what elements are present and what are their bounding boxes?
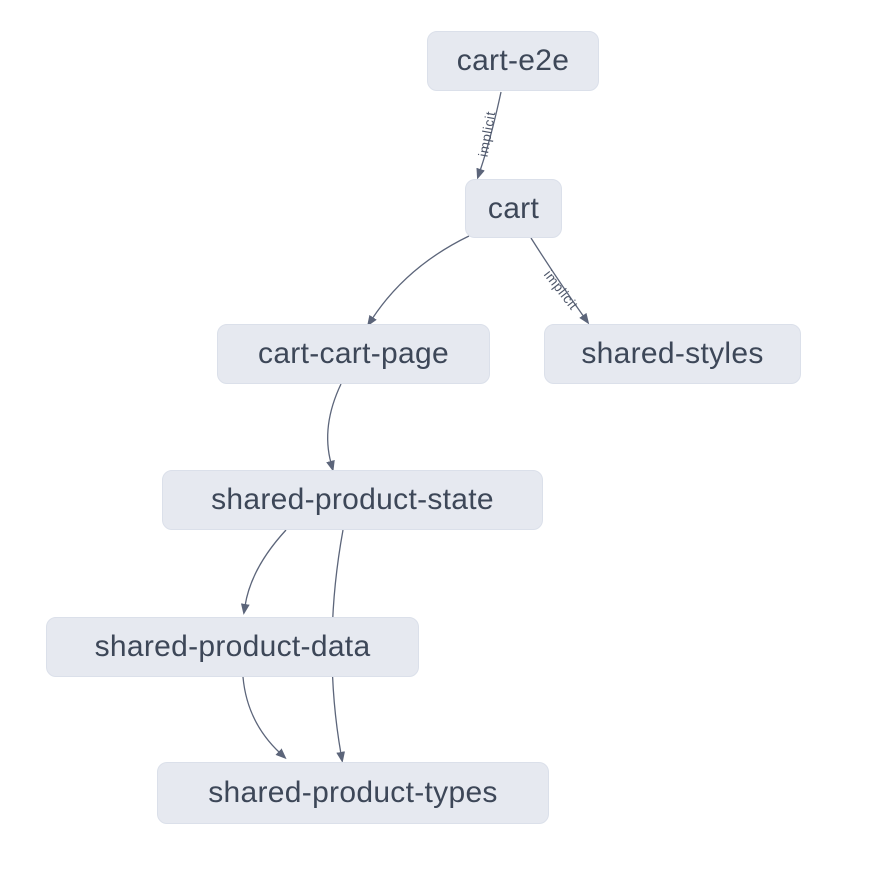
- edge-label-implicit-cart-shared-styles: implicit: [541, 267, 581, 313]
- node-label: cart-cart-page: [258, 337, 449, 370]
- edge-cart-to-cart-cart-page: [367, 235, 470, 327]
- node-label: cart-e2e: [456, 44, 570, 77]
- node-label: shared-product-data: [94, 630, 371, 663]
- edge-shared-product-state-to-shared-product-data: [240, 529, 287, 615]
- node-shared-product-data[interactable]: shared-product-data: [46, 617, 419, 677]
- edge-label-implicit-cart-e2e-cart: implicit: [476, 110, 499, 158]
- node-label: cart: [487, 191, 540, 225]
- edge-cart-to-shared-styles: [530, 237, 590, 325]
- node-label: shared-product-types: [208, 776, 498, 809]
- node-shared-product-state[interactable]: shared-product-state: [162, 470, 543, 530]
- node-shared-product-types[interactable]: shared-product-types: [157, 762, 549, 824]
- node-cart-cart-page[interactable]: cart-cart-page: [217, 324, 490, 384]
- node-shared-styles[interactable]: shared-styles: [544, 324, 801, 384]
- node-cart-e2e[interactable]: cart-e2e: [427, 31, 599, 91]
- node-cart[interactable]: cart: [465, 179, 562, 238]
- node-label: shared-styles: [581, 337, 764, 370]
- edge-cart-e2e-to-cart: [476, 91, 502, 180]
- edge-shared-product-data-to-shared-product-types: [242, 676, 287, 760]
- edge-cart-cart-page-to-shared-product-state: [326, 383, 342, 472]
- node-label: shared-product-state: [211, 483, 494, 516]
